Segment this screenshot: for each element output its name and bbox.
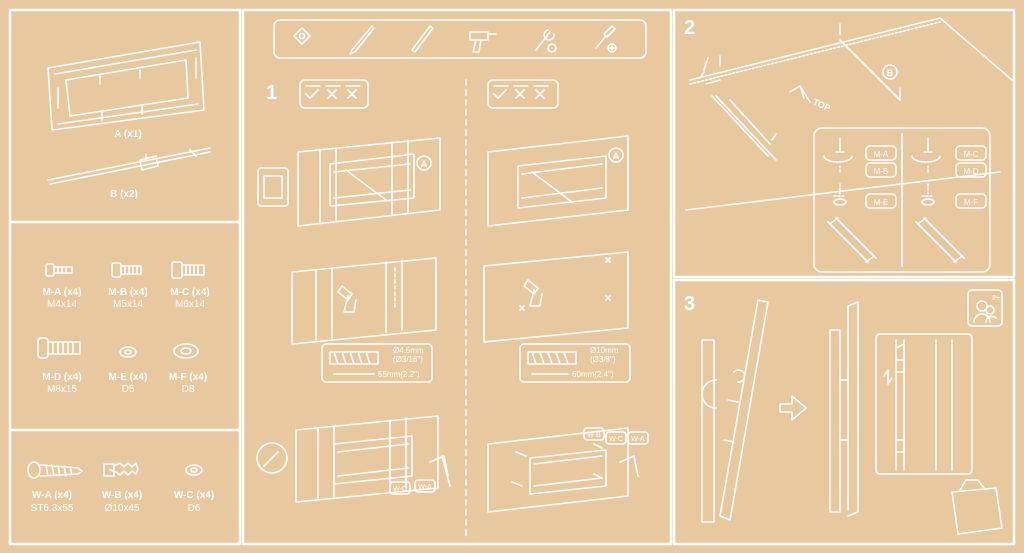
tag-b-circle xyxy=(882,64,898,80)
washer-m-e-name: M-E (x4) xyxy=(109,372,148,383)
screw-m-d-size: M8x15 xyxy=(47,384,77,395)
screw-m-a-size: M4x14 xyxy=(47,299,77,310)
screw-detail-inset xyxy=(813,127,991,273)
tag-a-wood: A xyxy=(421,159,428,169)
anchor-w-b-size: Ø10x45 xyxy=(104,503,139,514)
concrete-wall-with-bracket xyxy=(487,135,629,227)
tag-m-d: M-D xyxy=(963,167,978,176)
two-people-icon xyxy=(967,289,1003,327)
spirit-level-inset xyxy=(256,442,288,474)
step-1-number: 1 xyxy=(266,82,277,104)
screw-m-a-name: M-A (x4) xyxy=(42,287,81,298)
tv-hang-before xyxy=(701,299,769,523)
top-arrow xyxy=(789,85,811,103)
screw-m-b-size: M5x14 xyxy=(113,299,143,310)
top-label: TOP xyxy=(811,97,832,114)
screw-m-d-name: M-D (x4) xyxy=(42,372,81,383)
tag-m-c-box xyxy=(955,145,987,161)
tag-b: B xyxy=(887,68,894,78)
tag-m-d-box xyxy=(955,162,987,178)
tag-m-e: M-E xyxy=(874,198,889,207)
step-2-number: 2 xyxy=(684,17,695,39)
tag-wc-wood-box xyxy=(389,481,411,495)
anchor-w-b-name: W-B (x4) xyxy=(102,490,142,501)
washer-m-f-size: D8 xyxy=(182,384,195,395)
lag-bolt-w-a-name: W-A (x4) xyxy=(32,490,72,501)
tag-m-b: M-B xyxy=(874,167,889,176)
concrete-drill-diameter: Ø10mm xyxy=(590,346,619,355)
tag-wa-concrete: W-A xyxy=(631,436,645,443)
tag-wc-concrete-box xyxy=(605,431,627,445)
tag-wa-concrete-box xyxy=(627,431,649,445)
tag-m-b-box xyxy=(865,162,897,178)
washer-m-f-drawing xyxy=(173,343,199,359)
panel-frames xyxy=(8,8,1016,546)
bracket-b-drawing xyxy=(47,147,211,185)
lag-bolt-w-a-drawing xyxy=(27,461,83,479)
stud-finder-inset xyxy=(257,167,289,207)
bracket-a-label: A (x1) xyxy=(114,129,141,140)
tag-m-f: M-F xyxy=(964,198,978,207)
tag-wc-wood: W-C xyxy=(393,486,407,493)
marker-icon xyxy=(411,25,434,53)
screwdriver-icon xyxy=(595,25,617,53)
tag-a-concrete: A xyxy=(613,151,620,161)
concrete-wall-mounted xyxy=(487,427,639,513)
tv-back-perspective xyxy=(685,17,1013,211)
wood-drill-spec xyxy=(321,343,433,383)
wood-wall-with-bracket xyxy=(297,137,441,227)
wood-wall-mounted xyxy=(295,415,451,503)
tv-hang-after xyxy=(829,301,859,517)
screw-m-c-name: M-C (x4) xyxy=(170,287,209,298)
screw-m-d-drawing xyxy=(37,337,81,359)
tag-wb-concrete-box xyxy=(583,427,605,441)
lock-detail-inset xyxy=(875,333,973,475)
concrete-drill-inch: (Ø3/8") xyxy=(590,355,616,364)
tag-wc-concrete: W-C xyxy=(609,436,623,443)
screw-m-c-size: M6x14 xyxy=(175,299,205,310)
screw-m-c-drawing xyxy=(171,261,205,279)
wall-type-check-left xyxy=(299,79,369,109)
step-3-number: 3 xyxy=(684,293,695,315)
tag-m-c: M-C xyxy=(963,150,978,159)
concrete-drill-spec xyxy=(519,343,631,383)
tag-wa-wood: W-A xyxy=(418,484,432,491)
tag-wa-wood-box xyxy=(414,479,436,493)
screw-m-b-drawing xyxy=(111,262,142,278)
washer-w-c-name: W-C (x4) xyxy=(174,490,214,501)
wrench-icon xyxy=(535,29,557,53)
tag-m-a: M-A xyxy=(874,150,889,159)
bracket-a-drawing xyxy=(47,41,205,131)
drill-icon xyxy=(469,31,497,53)
wood-drill-inch: (Ø3/16") xyxy=(393,355,423,364)
washer-m-f-name: M-F (x4) xyxy=(169,372,207,383)
wood-drill-depth: 55mm(2.2") xyxy=(378,370,420,379)
step-3-arrow xyxy=(779,395,807,421)
tools-bar xyxy=(273,19,647,59)
screw-m-b-name: M-B (x4) xyxy=(108,287,147,298)
stud-finder-icon xyxy=(293,27,311,45)
anchor-w-b-drawing xyxy=(103,462,139,477)
wood-drill-diameter: Ø4.5mm xyxy=(393,346,424,355)
concrete-wall-drill xyxy=(483,251,629,343)
washer-w-c-size: D6 xyxy=(188,503,201,514)
tag-wb-concrete: W-B xyxy=(587,432,601,439)
wood-wall-drill xyxy=(291,257,437,345)
packaging-bag-icon xyxy=(951,479,1003,535)
wall-type-check-right xyxy=(487,79,559,109)
people-count: 2+ xyxy=(992,295,1000,302)
washer-m-e-size: D5 xyxy=(122,384,135,395)
washer-m-e-drawing xyxy=(119,346,137,358)
tag-m-f-box xyxy=(955,193,987,209)
tag-m-e-box xyxy=(865,193,897,209)
washer-w-c-drawing xyxy=(185,464,203,476)
screw-m-a-drawing xyxy=(45,263,73,277)
lag-bolt-w-a-size: ST6.3x55 xyxy=(31,503,74,514)
tag-m-a-box xyxy=(865,145,897,161)
bracket-b-label: B (x2) xyxy=(110,189,138,200)
pencil-icon xyxy=(349,25,375,55)
concrete-drill-depth: 60mm(2.4") xyxy=(572,370,614,379)
